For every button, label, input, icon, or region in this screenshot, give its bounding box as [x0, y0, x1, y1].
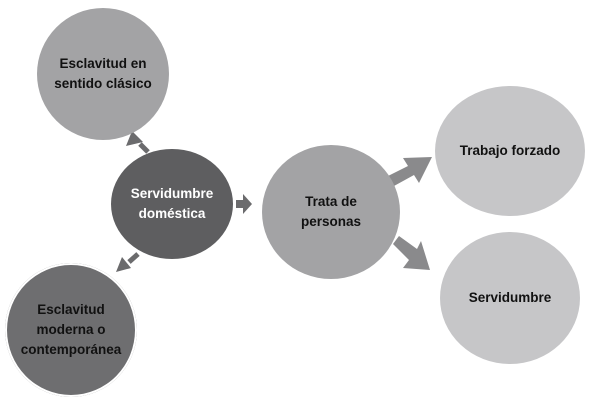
node-label-line: Trata de: [305, 193, 357, 209]
node-servidumbre: Servidumbre: [440, 232, 580, 364]
arrowhead-up-right: [388, 157, 432, 186]
node-label-line: personas: [300, 214, 362, 229]
node-esclavitud-moderna-label: Esclavitud moderna o contemporánea: [21, 300, 122, 361]
node-servidumbre-domestica: Servidumbre doméstica: [111, 149, 233, 259]
node-servidumbre-label: Servidumbre: [468, 289, 552, 305]
node-esclavitud-clasica-label: Esclavitud en sentido clásico: [54, 54, 152, 95]
node-label-line: Servidumbre: [130, 185, 214, 201]
arrow-to-trata-personas: [236, 194, 252, 214]
node-label-line: contemporánea: [20, 342, 122, 358]
node-label-line: sentido clásico: [54, 76, 152, 91]
arrowhead-down-right: [393, 236, 430, 270]
node-trata-personas: Trata de personas: [262, 145, 400, 279]
arrowhead-right: [243, 194, 252, 214]
node-trata-personas-label: Trata de personas: [301, 192, 361, 233]
arrow-shaft-right: [236, 200, 245, 208]
node-trabajo-forzado: Trabajo forzado: [435, 86, 585, 216]
arrow-to-esclavitud-clasica: [126, 131, 150, 154]
arrow-to-esclavitud-moderna: [116, 252, 140, 272]
node-label-line: moderna o: [36, 321, 106, 337]
arrow-shaft-down-left: [127, 252, 140, 264]
arrowhead-down-left: [116, 257, 131, 272]
node-label-line: doméstica: [138, 206, 206, 221]
arrowhead-up-left: [126, 131, 143, 146]
arrow-to-trabajo-forzado: [388, 157, 432, 186]
node-esclavitud-moderna: Esclavitud moderna o contemporánea: [5, 263, 137, 397]
node-servidumbre-domestica-label: Servidumbre doméstica: [131, 184, 214, 225]
node-label-line: Esclavitud en: [59, 55, 147, 71]
node-label-line: Esclavitud: [37, 301, 105, 317]
node-trabajo-forzado-label: Trabajo forzado: [459, 142, 561, 158]
node-esclavitud-clasica: Esclavitud en sentido clásico: [37, 8, 169, 140]
arrow-to-servidumbre: [393, 236, 430, 270]
arrow-shaft-up-left: [138, 142, 150, 154]
